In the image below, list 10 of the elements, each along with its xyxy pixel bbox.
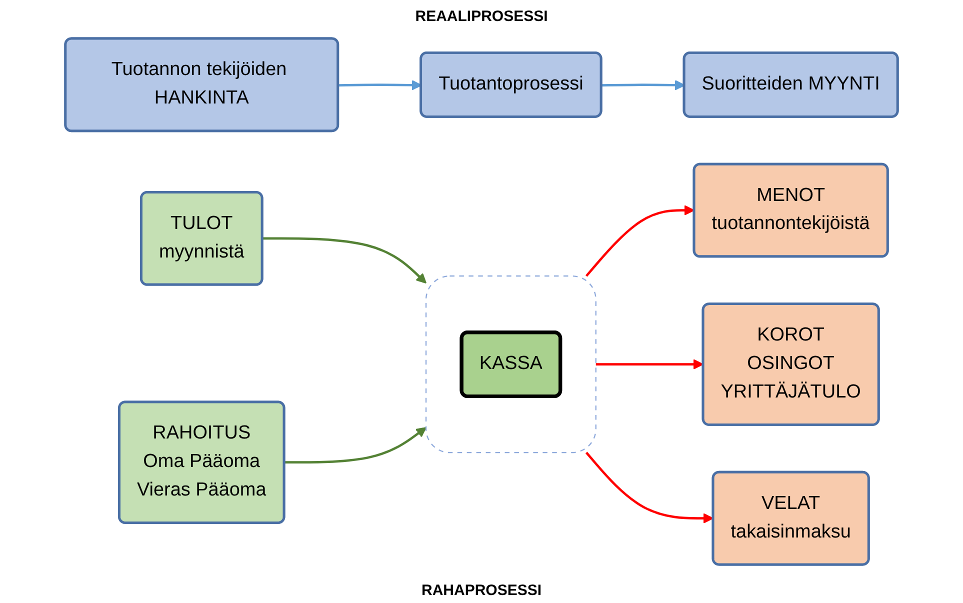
arrow [338,80,422,90]
caption: RAHAPROSESSI [421,582,542,599]
title: REAALIPROSESSI [415,8,548,25]
cluster [425,275,596,454]
arrow [284,427,426,464]
arrow [596,359,704,370]
arrow [602,80,686,90]
arrow [262,237,426,284]
arrow [585,205,694,277]
arrow [585,452,714,524]
